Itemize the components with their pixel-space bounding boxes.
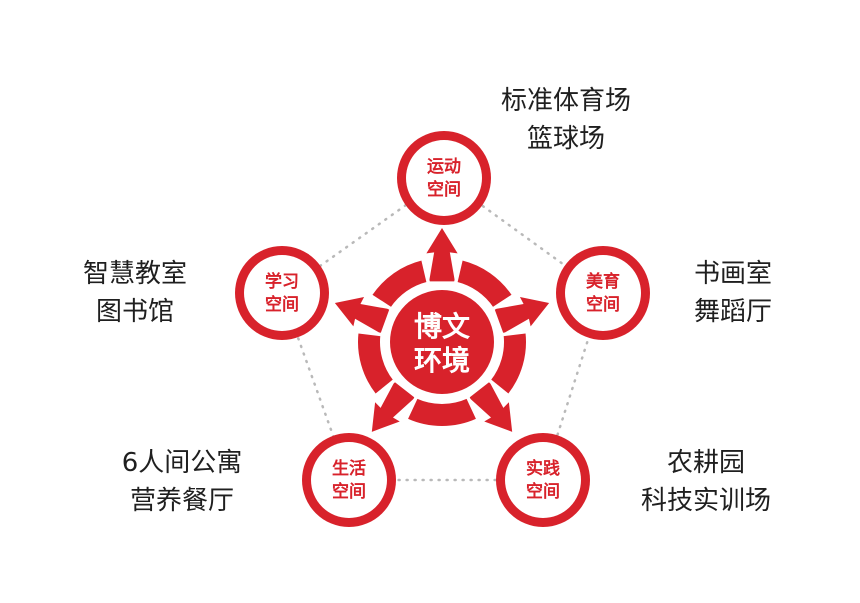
caption-life: 6人间公寓 营养餐厅 [92, 444, 272, 520]
ring-gap [374, 378, 397, 398]
node-life-line2: 空间 [332, 481, 366, 502]
caption-study-line1: 智慧教室 [82, 259, 187, 289]
node-life-line1: 生活 [332, 458, 366, 479]
center-disc [390, 290, 494, 394]
center-hub: 博文 环境 [334, 228, 550, 432]
caption-practice-line2: 科技实训场 [640, 486, 771, 516]
hub-arrow [426, 228, 458, 282]
caption-sport: 标准体育场 篮球场 [486, 82, 646, 158]
node-study-line2: 空间 [265, 294, 299, 315]
node-practice: 实践 空间 [496, 433, 590, 527]
node-sport: 运动 空间 [397, 131, 491, 225]
ring-gap [465, 395, 480, 421]
node-art-line1: 美育 [586, 271, 620, 292]
center-ring [358, 260, 527, 427]
node-study: 学习 空间 [235, 246, 329, 340]
node-life: 生活 空间 [302, 433, 396, 527]
center-arrows [334, 228, 550, 432]
node-study-line1: 学习 [265, 271, 299, 292]
caption-study: 智慧教室 图书馆 [60, 255, 210, 331]
ring-gap [356, 329, 383, 337]
ring-segment [372, 260, 428, 308]
caption-life-line1: 6人间公寓 [121, 448, 243, 478]
center-title-line2: 环境 [414, 344, 470, 377]
hub-arrow [494, 297, 550, 334]
ring-gap [453, 257, 464, 284]
node-sport-line1: 运动 [427, 157, 461, 177]
center-title-line1: 博文 [414, 310, 470, 343]
hub-arrow [371, 381, 415, 432]
node-practice-line1: 实践 [526, 458, 560, 479]
ring-segment [456, 260, 512, 308]
ring-gap [420, 257, 431, 284]
ring-gap [487, 378, 510, 398]
hub-arrow [334, 297, 390, 334]
caption-practice: 农耕园 科技实训场 [616, 444, 796, 520]
ring-gap [368, 293, 393, 311]
ring-segment [358, 333, 394, 394]
caption-life-line2: 营养餐厅 [129, 486, 234, 516]
hub-arrow [469, 381, 513, 432]
ring-gap [501, 329, 528, 337]
ring-segment [490, 333, 527, 394]
ring-gap [491, 293, 516, 311]
node-practice-line2: 空间 [526, 481, 560, 502]
node-sport-line2: 空间 [427, 179, 461, 200]
ring-segment [407, 398, 477, 427]
ring-gap [404, 395, 419, 421]
node-art: 美育 空间 [556, 246, 650, 340]
caption-art-line1: 书画室 [693, 259, 772, 289]
caption-practice-line1: 农耕园 [666, 448, 745, 478]
dotted-pentagon [280, 176, 605, 482]
caption-sport-line1: 标准体育场 [500, 86, 631, 116]
caption-art-line2: 舞蹈厅 [693, 297, 772, 327]
caption-study-line2: 图书馆 [95, 297, 174, 327]
node-art-line2: 空间 [586, 294, 620, 315]
caption-art: 书画室 舞蹈厅 [668, 255, 798, 331]
caption-sport-line2: 篮球场 [526, 124, 605, 154]
